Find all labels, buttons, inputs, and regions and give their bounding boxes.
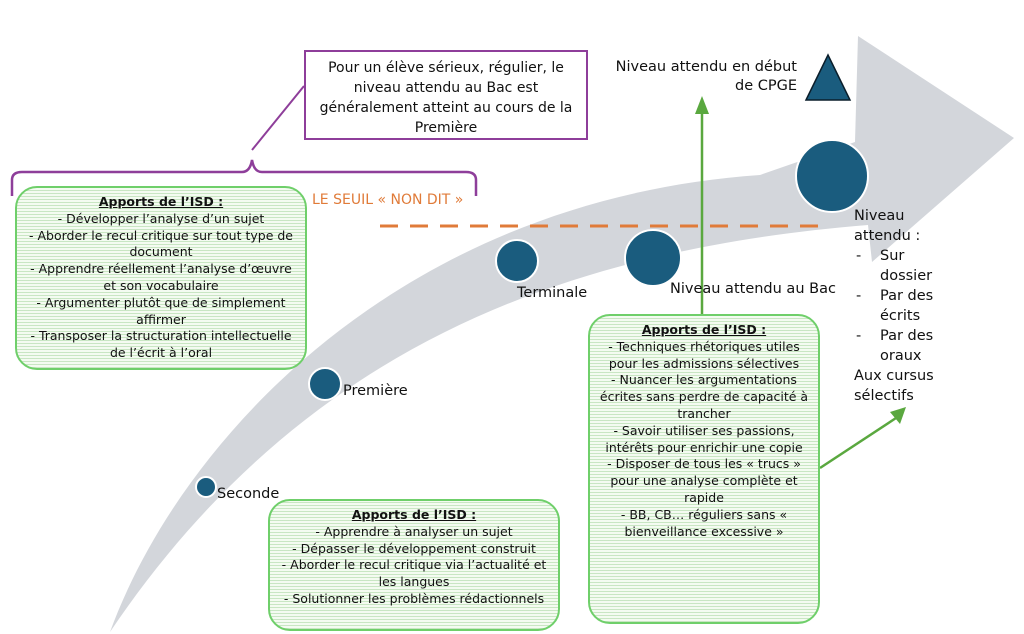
isd-box-item: - Apprendre réellement l’analyse d’œuvre… bbox=[30, 261, 292, 293]
isd-box-item: - Nuancer les argumentations écrites san… bbox=[599, 372, 809, 421]
cpge-triangle bbox=[804, 53, 852, 101]
isd-box-item: - Argumenter plutôt que de simplement af… bbox=[36, 294, 286, 327]
isd-box-seconde: Apports de l’ISD : - Développer l’analys… bbox=[15, 186, 307, 370]
isd-box-list: - Développer l’analyse d’un sujet - Abor… bbox=[25, 211, 297, 362]
niveau-attendu-item: Par des écrits bbox=[854, 286, 954, 326]
dot-terminale bbox=[495, 239, 539, 283]
cpge-label: Niveau attendu en début de CPGE bbox=[615, 59, 797, 94]
green-diagonal-arrowhead bbox=[890, 407, 906, 424]
isd-box-terminale: Apports de l’ISD : - Techniques rhétoriq… bbox=[588, 314, 820, 624]
callout-brace bbox=[10, 159, 478, 196]
green-vertical-arrowhead bbox=[695, 96, 709, 114]
isd-box-item: - Techniques rhétoriques utiles pour les… bbox=[608, 338, 800, 371]
isd-box-item: - Dépasser le développement construit bbox=[292, 540, 536, 556]
niveau-attendu-list: Sur dossier Par des écrits Par des oraux bbox=[854, 246, 954, 366]
callout-pointer bbox=[251, 85, 305, 151]
isd-box-item: - BB, CB… réguliers sans « bienveillance… bbox=[620, 506, 788, 539]
niveau-attendu-heading: Niveau attendu : bbox=[854, 208, 921, 244]
dot-premiere bbox=[308, 367, 342, 401]
isd-box-item: - Aborder le recul critique sur tout typ… bbox=[28, 227, 293, 260]
stage-label-terminale: Terminale bbox=[517, 285, 588, 301]
isd-box-item: - Aborder le recul critique via l’actual… bbox=[281, 557, 547, 590]
isd-box-item: - Transposer la structuration intellectu… bbox=[30, 328, 292, 361]
callout-text: Pour un élève sérieux, régulier, le nive… bbox=[319, 60, 573, 136]
stage-label-bac: Niveau attendu au Bac bbox=[670, 281, 836, 297]
seuil-label: LE SEUIL « NON DIT » bbox=[312, 192, 464, 208]
isd-box-list: - Techniques rhétoriques utiles pour les… bbox=[598, 339, 810, 541]
callout-box: Pour un élève sérieux, régulier, le nive… bbox=[304, 50, 588, 140]
niveau-attendu-block: Niveau attendu : Sur dossier Par des écr… bbox=[854, 206, 954, 406]
isd-box-item: - Développer l’analyse d’un sujet bbox=[57, 210, 265, 226]
niveau-attendu-item: Sur dossier bbox=[854, 246, 954, 286]
dot-bac bbox=[624, 229, 682, 287]
green-diagonal-arrow bbox=[819, 416, 897, 470]
isd-box-list: - Apprendre à analyser un sujet - Dépass… bbox=[278, 524, 550, 608]
isd-box-item: - Savoir utiliser ses passions, intérêts… bbox=[605, 422, 803, 455]
isd-box-title: Apports de l’ISD : bbox=[98, 194, 224, 209]
dot-seconde bbox=[195, 476, 217, 498]
stage-label-premiere: Première bbox=[343, 383, 408, 399]
isd-box-title: Apports de l’ISD : bbox=[351, 507, 477, 522]
niveau-attendu-item: Par des oraux bbox=[854, 326, 954, 366]
isd-box-title: Apports de l’ISD : bbox=[641, 322, 767, 337]
dot-niveau-attendu bbox=[795, 139, 869, 213]
isd-box-item: - Apprendre à analyser un sujet bbox=[315, 523, 513, 539]
isd-box-item: - Disposer de tous les « trucs » pour un… bbox=[607, 456, 801, 505]
progress-arrow bbox=[110, 36, 1014, 632]
niveau-attendu-footer: Aux cursus sélectifs bbox=[854, 368, 934, 404]
isd-box-premiere: Apports de l’ISD : - Apprendre à analyse… bbox=[268, 499, 560, 631]
stage-label-seconde: Seconde bbox=[217, 486, 280, 502]
isd-box-item: - Solutionner les problèmes rédactionnel… bbox=[283, 590, 545, 606]
